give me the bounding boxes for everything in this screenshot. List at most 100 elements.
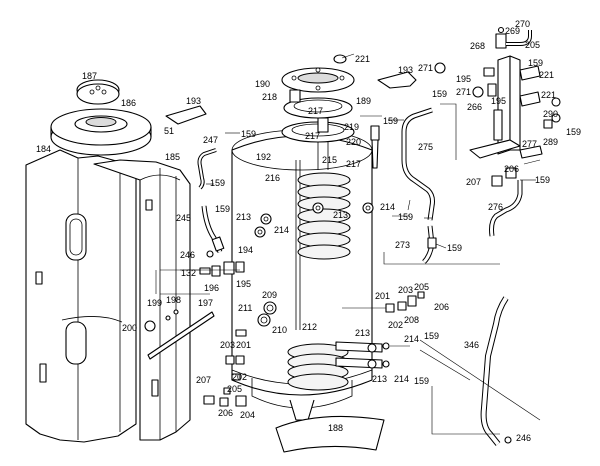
label-197: 197 [198,298,213,308]
label-203a: 203 [398,285,413,295]
part-219-fitting [317,117,329,133]
label-290: 290 [543,109,558,119]
label-189: 189 [356,96,371,106]
label-219: 219 [344,122,359,132]
label-213b: 213 [333,210,348,220]
label-220: 220 [346,137,361,147]
label-205a: 205 [525,40,540,50]
label-206b: 206 [434,302,449,312]
label-214b: 214 [380,202,395,212]
part-247-pipe [197,148,217,190]
label-132: 132 [181,268,196,278]
label-159i: 159 [398,212,413,222]
label-209: 209 [262,290,277,300]
label-159j: 159 [447,243,462,253]
label-190: 190 [255,79,270,89]
label-289: 289 [543,137,558,147]
part-185-inner-jacket [93,159,191,441]
fittings-209-211 [235,301,277,337]
label-270: 270 [515,19,530,29]
label-200: 200 [122,323,137,333]
label-214a: 214 [274,225,289,235]
part-221c [551,97,561,107]
label-196: 196 [204,283,219,293]
label-201a: 201 [375,291,390,301]
part-186-top-cover [50,108,152,156]
part-197-rod [147,311,215,360]
label-217c: 217 [346,159,361,169]
label-207a: 207 [466,177,481,187]
label-51: 51 [164,126,174,136]
label-206c: 206 [218,408,233,418]
label-201b: 201 [236,340,251,350]
label-192: 192 [256,152,271,162]
part-246b-clip [504,436,512,444]
part-193-bracket-a [377,71,417,89]
part-346-pipe [480,296,509,446]
part-268-270-top [495,26,532,49]
label-245: 245 [176,213,191,223]
label-266: 266 [467,102,482,112]
label-159h: 159 [215,204,230,214]
label-202a: 202 [388,320,403,330]
label-268: 268 [470,41,485,51]
label-159b: 159 [241,129,256,139]
label-194: 194 [238,245,253,255]
label-216: 216 [265,173,280,183]
part-184-outer-jacket [25,149,137,443]
part-245-pipe [201,205,225,253]
part-193-bracket-b [165,105,207,125]
part-290 [551,113,561,123]
label-246a: 246 [180,250,195,260]
label-346: 346 [464,340,479,350]
part-273-pipe [422,225,437,264]
label-208: 208 [404,315,419,325]
label-211: 211 [238,303,252,313]
label-159a: 159 [528,58,543,68]
part-275-pipe [401,107,435,221]
label-198: 198 [166,295,181,305]
label-205b: 205 [414,282,429,292]
label-213a: 213 [236,212,251,222]
part-271a-nut [434,62,446,74]
label-273: 273 [395,240,410,250]
label-221c: 221 [541,90,556,100]
part-187-cap [76,79,120,105]
label-195a: 195 [456,74,471,84]
part-271b-nut [472,86,484,98]
label-214d: 214 [394,374,409,384]
label-159g: 159 [535,175,550,185]
label-214c: 214 [404,334,419,344]
callout-labels: 269 270 268 205 221 187 193 271 195 159 … [36,19,581,443]
part-206-fitting [505,167,517,179]
label-186: 186 [121,98,136,108]
label-159l: 159 [414,376,429,386]
label-275: 275 [418,142,433,152]
label-159e: 159 [566,127,581,137]
part-289 [543,119,553,129]
label-271a: 271 [418,63,433,73]
label-221a: 221 [355,54,370,64]
label-159c: 159 [383,116,398,126]
label-185: 185 [165,152,180,162]
label-187: 187 [82,71,97,81]
part-246a-clip [206,250,214,258]
label-199: 199 [147,298,162,308]
fittings-lower-left [203,355,247,407]
label-277: 277 [522,139,537,149]
fittings-lower-right [367,291,425,369]
label-213d: 213 [372,374,387,384]
label-193a: 193 [398,65,413,75]
label-217a: 217 [308,106,323,116]
part-215-upper-coil [297,140,351,260]
label-184: 184 [36,144,51,154]
part-198 [173,309,179,315]
part-199 [165,315,171,321]
label-218: 218 [262,92,277,102]
part-218-fitting [289,89,301,103]
part-220-sensor [370,125,380,169]
label-195c: 195 [236,279,251,289]
label-159k: 159 [424,331,439,341]
fittings-213-214-mid [254,202,374,238]
